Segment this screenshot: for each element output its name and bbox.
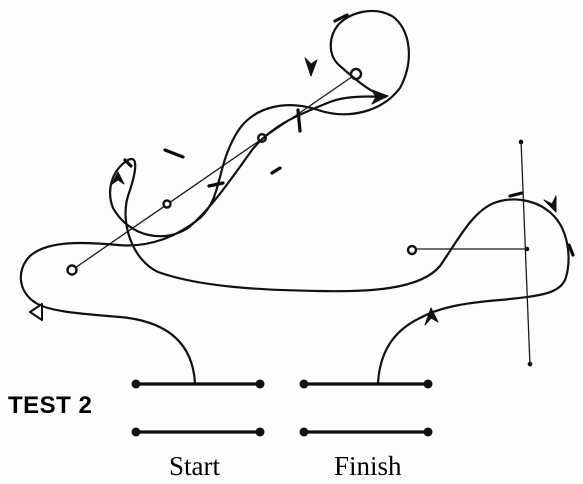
right-guide	[406, 139, 533, 367]
arrowhead-right-side-icon	[543, 195, 557, 213]
gate-mark	[567, 243, 575, 257]
finish-gate-point	[299, 427, 309, 437]
arrowhead-finish-approach-icon	[424, 307, 439, 326]
course-path	[19, 9, 570, 385]
finish-gate-label: Finish	[334, 451, 402, 481]
test-title: TEST 2	[8, 392, 93, 419]
start-gate-point	[131, 379, 141, 389]
start-gate	[131, 379, 265, 437]
gate-mark	[207, 181, 225, 188]
gate-mark	[296, 108, 302, 133]
finish-gate	[299, 379, 433, 437]
arrowhead-top-down-icon	[304, 57, 318, 77]
gate-marks	[123, 13, 575, 257]
start-gate-point	[131, 427, 141, 437]
direction-arrows	[29, 57, 557, 326]
finish-gate-point	[423, 379, 433, 389]
start-gate-point	[255, 379, 265, 389]
start-gate-label: Start	[169, 451, 220, 481]
arrowhead-right-upper-icon	[371, 89, 389, 105]
gate-mark	[163, 148, 185, 159]
diagonal-guide-line	[71, 73, 357, 271]
right-horizontal-point	[406, 244, 418, 256]
gate-mark	[270, 166, 282, 175]
right-vertical-guide	[520, 139, 531, 367]
guide-point-1	[66, 264, 78, 276]
arrowhead-left-open-icon	[29, 303, 43, 321]
right-guide-bottom-point	[527, 361, 533, 367]
guide-point-2	[162, 199, 172, 209]
finish-gate-point	[423, 427, 433, 437]
finish-gate-point	[299, 379, 309, 389]
start-gate-point	[255, 427, 265, 437]
gate-mark	[333, 13, 349, 23]
right-guide-top-point	[518, 139, 524, 145]
arrowhead-left-middle-icon	[111, 171, 125, 185]
gate-mark	[508, 191, 524, 198]
